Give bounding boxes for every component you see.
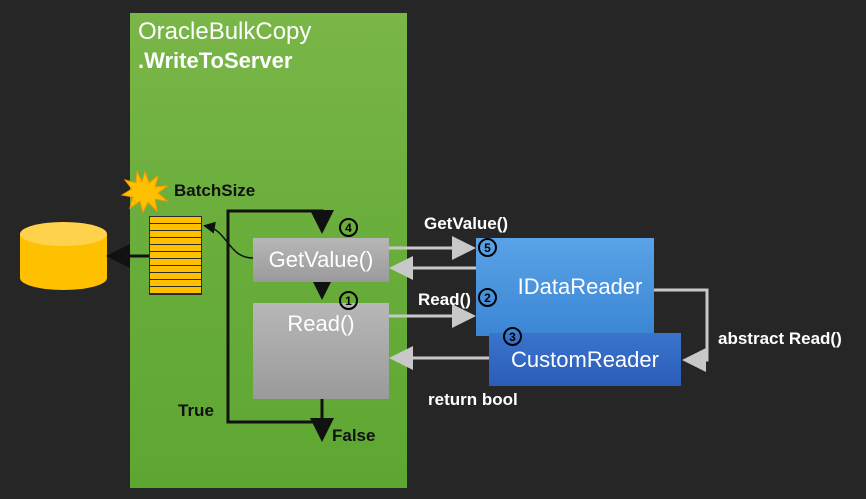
customreader-box: CustomReader xyxy=(489,333,681,386)
read-call-label: Read() xyxy=(418,290,471,309)
idatareader-label: IDataReader xyxy=(517,274,643,299)
step-4-badge: 4 xyxy=(339,218,358,237)
abstract-read-label: abstract Read() xyxy=(718,329,842,348)
false-label: False xyxy=(332,426,376,445)
read-box: Read() xyxy=(253,303,389,399)
read-box-label: Read() xyxy=(287,311,355,336)
return-bool-label: return bool xyxy=(428,390,518,409)
database-icon xyxy=(20,222,107,290)
batchsize-label: BatchSize xyxy=(174,181,256,200)
getvalue-box-label: GetValue() xyxy=(268,247,374,272)
getvalue-box: GetValue() xyxy=(253,238,389,282)
panel-title-method: .WriteToServer xyxy=(138,48,293,73)
starburst-icon xyxy=(120,170,169,214)
step-3-badge: 3 xyxy=(503,327,522,346)
panel-title-class: OracleBulkCopy xyxy=(138,18,312,45)
step-2-badge: 2 xyxy=(478,288,497,307)
getvalue-call-label: GetValue() xyxy=(424,214,509,233)
batch-buffer xyxy=(149,216,202,295)
step-5-badge: 5 xyxy=(478,238,497,257)
true-label: True xyxy=(178,401,214,420)
step-1-badge: 1 xyxy=(339,291,358,310)
idatareader-box: IDataReader xyxy=(476,238,654,336)
customreader-label: CustomReader xyxy=(511,346,659,372)
